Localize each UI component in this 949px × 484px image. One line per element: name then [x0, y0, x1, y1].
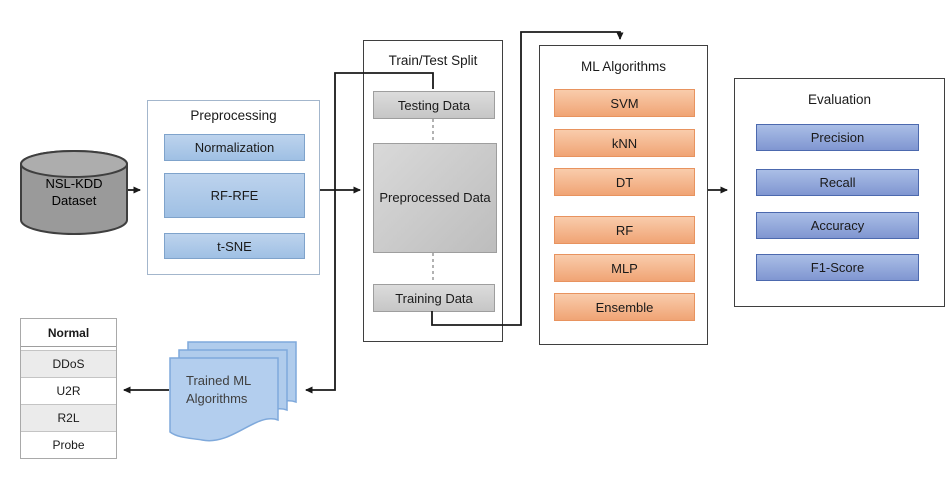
- train-test-split-title: Train/Test Split: [388, 53, 478, 68]
- database-cylinder-icon: [20, 150, 128, 235]
- preprocessing-group: Preprocessing Normalization RF-RFE t-SNE: [147, 100, 320, 275]
- testing-data-box: Testing Data: [373, 91, 495, 119]
- evaluation-group: Evaluation Precision Recall Accuracy F1-…: [734, 78, 945, 307]
- table-row-r2l: R2L: [21, 404, 116, 431]
- algorithm-dt: DT: [554, 168, 695, 196]
- training-data-box: Training Data: [373, 284, 495, 312]
- attack-classes-table: Normal DDoS U2R R2L Probe: [20, 318, 117, 459]
- table-header-divider: [21, 347, 116, 350]
- table-row-u2r: U2R: [21, 377, 116, 404]
- table-row-probe: Probe: [21, 431, 116, 458]
- evaluation-title: Evaluation: [807, 92, 872, 107]
- algorithm-ensemble: Ensemble: [554, 293, 695, 321]
- metric-accuracy: Accuracy: [756, 212, 919, 239]
- ml-algorithms-group: ML Algorithms SVM kNN DT RF MLP Ensemble: [539, 45, 708, 345]
- train-test-split-group: Train/Test Split Testing Data Preprocess…: [363, 40, 503, 342]
- preprocessing-title: Preprocessing: [190, 108, 277, 123]
- table-row-ddos: DDoS: [21, 350, 116, 377]
- algorithm-knn: kNN: [554, 129, 695, 157]
- preprocessing-step-t-sne: t-SNE: [164, 233, 305, 259]
- algorithm-rf: RF: [554, 216, 695, 244]
- algorithm-mlp: MLP: [554, 254, 695, 282]
- dataset-label: NSL-KDD Dataset: [45, 176, 103, 208]
- algorithm-svm: SVM: [554, 89, 695, 117]
- ml-algorithms-title: ML Algorithms: [580, 59, 667, 74]
- table-header-normal: Normal: [21, 319, 116, 347]
- trained-models-label: Trained ML Algorithms: [186, 373, 251, 406]
- metric-precision: Precision: [756, 124, 919, 151]
- preprocessing-step-normalization: Normalization: [164, 134, 305, 161]
- metric-f1-score: F1-Score: [756, 254, 919, 281]
- preprocessing-step-rf-rfe: RF-RFE: [164, 173, 305, 218]
- document-stack-icon: [169, 341, 297, 442]
- preprocessed-data-box: Preprocessed Data: [373, 143, 497, 253]
- metric-recall: Recall: [756, 169, 919, 196]
